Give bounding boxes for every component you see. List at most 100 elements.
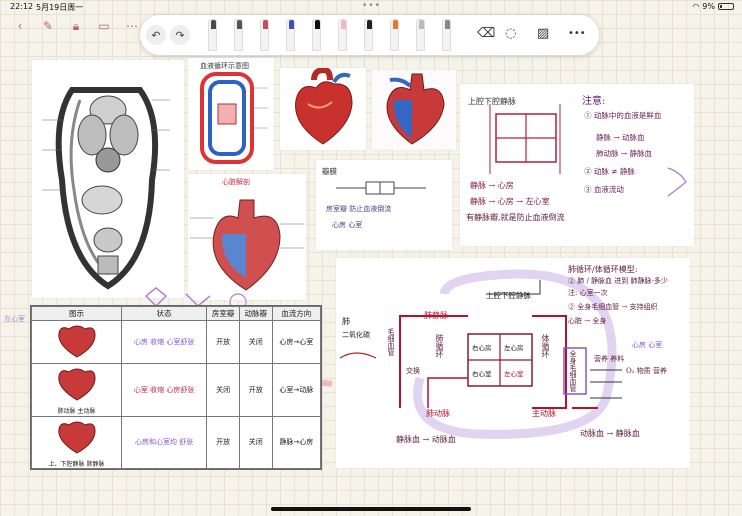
notes-right-5: ③ 血液流动 — [584, 184, 624, 195]
pen-tool[interactable] — [286, 19, 295, 51]
model-title: 肺循环/体循环模型: — [568, 264, 637, 275]
pen-tip — [419, 20, 424, 29]
battery-icon — [718, 3, 734, 10]
model-capillary: 毛细血管 — [386, 328, 396, 356]
status-date: 5月19日周一 — [36, 2, 83, 13]
table-row: 心房 收缩 心室舒张 开放 关闭 心房→心室 — [32, 321, 321, 364]
pen-tool[interactable] — [208, 19, 217, 51]
heart-anatomy-card[interactable]: 心脏解剖 — [188, 174, 306, 300]
pen-edit-icon[interactable]: ✎ — [40, 18, 56, 34]
valve-card[interactable]: 瓣膜 房室瓣 防止血液倒流 心房 心室 — [316, 160, 452, 250]
model-aorta: 主动脉 — [532, 408, 556, 419]
heart-icon-cell — [32, 321, 122, 364]
table-header: 状态 — [122, 307, 207, 321]
toolbar-more-button[interactable]: ••• — [568, 28, 586, 39]
heart-icon-cell: 肺动脉 主动脉 — [32, 364, 122, 416]
circulation-schematic-card[interactable]: 血液循环示意图 — [188, 58, 274, 170]
model-right-atrium: 右心房 — [472, 342, 492, 352]
model-note-2: 注: 心室一次 — [568, 288, 608, 298]
heart-cycle-table[interactable]: 图示 状态 房室瓣 动脉瓣 血流方向 心房 收缩 心室舒张 开放 关闭 心房→心… — [30, 305, 322, 470]
pen-tool[interactable] — [338, 19, 347, 51]
table-header: 图示 — [32, 307, 122, 321]
model-lung-sub: 二氧化碳 — [342, 330, 370, 340]
model-body: 全身毛细血管 — [568, 350, 578, 392]
status-right: ◠ 9% — [692, 2, 734, 11]
pen-tip — [445, 20, 450, 29]
model-note-1: ② 肺 / 静脉血 进到 肺静脉-多少 — [568, 276, 668, 286]
pen-tool[interactable] — [234, 19, 243, 51]
sv-cell: 开放 — [239, 364, 272, 416]
model-bottom-left: 静脉血 → 动脉血 — [396, 434, 456, 445]
eraser-icon[interactable]: ⌫ — [477, 26, 495, 41]
notes-line-3: 有静脉瓣,就是防止血液倒流 — [466, 212, 565, 223]
table-header: 房室瓣 — [207, 307, 240, 321]
page-icon[interactable]: ▭ — [96, 18, 112, 34]
heart-icon — [49, 364, 105, 404]
pen-tool[interactable] — [390, 19, 399, 51]
heart-icon-label: 上、下腔静脉 肺静脉 — [32, 459, 121, 468]
pen-tool[interactable] — [364, 19, 373, 51]
home-indicator[interactable] — [271, 507, 471, 511]
model-left-atrium: 左心房 — [504, 342, 524, 352]
status-time: 22:12 — [10, 2, 33, 11]
model-purple-note: 心房 心室 — [632, 340, 662, 350]
table-header: 血流方向 — [272, 307, 320, 321]
pen-tool[interactable] — [416, 19, 425, 51]
multitask-dots[interactable]: ••• — [362, 1, 381, 11]
lock-icon[interactable]: 🔒︎ — [68, 18, 84, 34]
heart-section-illustration — [372, 70, 456, 150]
heart-icon — [49, 321, 105, 361]
pen-tool[interactable] — [312, 19, 321, 51]
notes-right-2: 静脉 → 动脉血 — [596, 132, 645, 143]
sv-cell: 关闭 — [239, 416, 272, 468]
model-lung: 肺 — [342, 316, 350, 327]
state-cell: 心室 收缩 心房舒张 — [122, 364, 207, 416]
heart-icon-label: 肺动脉 主动脉 — [32, 406, 121, 415]
notes-right-3: 肺动脉 → 静脉血 — [596, 148, 652, 159]
undo-button[interactable]: ↶ — [146, 25, 166, 45]
schematic-drawing — [188, 58, 274, 170]
pen-tool[interactable] — [442, 19, 451, 51]
table-row: 肺动脉 主动脉 心室 收缩 心房舒张 关闭 开放 心室→动脉 — [32, 364, 321, 416]
model-note-4: 心脏 → 全身 — [568, 316, 606, 326]
valve-mini-note: 心房 心室 — [332, 220, 362, 230]
notes-right-4: ② 动脉 ≠ 静脉 — [584, 166, 635, 177]
more-icon[interactable]: ⋯ — [124, 18, 140, 34]
pen-tip — [237, 20, 242, 29]
heart-illustration — [280, 68, 366, 150]
image-icon[interactable]: ▨ — [537, 26, 549, 41]
model-left-vent: 左心室 — [504, 368, 524, 378]
back-icon[interactable]: ‹ — [12, 18, 28, 34]
heart-anatomy-illustration — [188, 174, 306, 300]
model-note-3: ② 全身毛细血管 → 支持组织 — [568, 302, 658, 312]
notes-title: 注意: — [582, 92, 605, 107]
model-sys-cycle: 体循环 — [540, 334, 551, 358]
circulation-model-card[interactable]: 肺循环/体循环模型: ② 肺 / 静脉血 进到 肺静脉-多少 注: 心室一次 ②… — [336, 258, 690, 468]
pen-tip — [289, 20, 294, 29]
notes-card[interactable]: 上腔下腔静脉 静脉 → 心房 静脉 → 心房 → 左心室 有静脉瓣,就是防止血液… — [460, 84, 694, 246]
model-pulm-art: 肺动脉 — [426, 408, 450, 419]
model-pulm-vein: 肺静脉 — [424, 310, 448, 321]
pen-tool[interactable] — [260, 19, 269, 51]
notes-right-1: ① 动脉中的血液是鲜血 — [584, 110, 661, 121]
av-cell: 关闭 — [207, 364, 240, 416]
notes-line-1: 静脉 → 心房 — [470, 180, 514, 191]
pen-tip — [211, 20, 216, 29]
notes-line-2: 静脉 → 心房 → 左心室 — [470, 196, 550, 207]
lasso-icon[interactable]: ◌ — [505, 26, 516, 41]
heart-image-card[interactable] — [280, 68, 366, 150]
pen-tip — [263, 20, 268, 29]
model-nutrients: 营养 养料 — [594, 354, 624, 364]
redo-button[interactable]: ↷ — [170, 25, 190, 45]
table-header: 动脉瓣 — [239, 307, 272, 321]
circulation-diagram-card[interactable] — [32, 60, 184, 298]
av-cell: 开放 — [207, 321, 240, 364]
av-cell: 开放 — [207, 416, 240, 468]
pen-tip — [341, 20, 346, 29]
circulation-diagram — [32, 60, 184, 298]
heart-section-card[interactable] — [372, 70, 456, 150]
model-top-box: 上腔下腔静脉 — [486, 290, 531, 301]
heart-icon-cell: 上、下腔静脉 肺静脉 — [32, 416, 122, 468]
model-bottom-right: 动脉血 → 静脉血 — [580, 428, 640, 439]
sv-cell: 关闭 — [239, 321, 272, 364]
